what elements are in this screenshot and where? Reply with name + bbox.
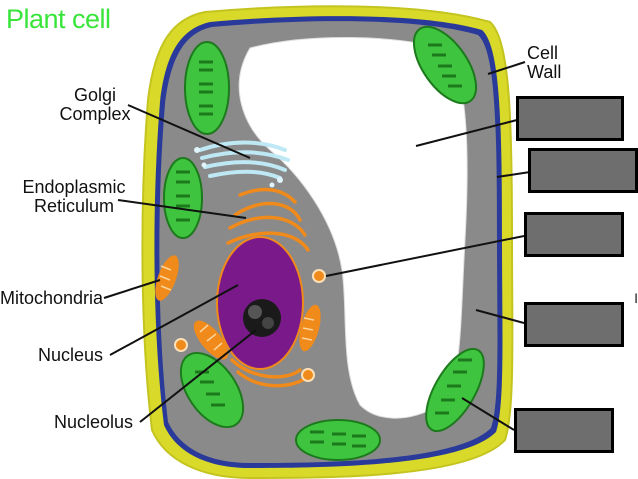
chloroplast-bottom bbox=[295, 419, 381, 461]
leader-cell-wall bbox=[487, 61, 526, 75]
diagram-title: Plant cell bbox=[6, 4, 111, 34]
chloroplast-left bbox=[163, 157, 203, 239]
golgi-vesicles bbox=[194, 147, 283, 188]
leader-box1 bbox=[415, 119, 518, 147]
chloroplast-top-left bbox=[184, 41, 230, 135]
nucleolus-shape bbox=[243, 299, 281, 337]
mitochondrion-left bbox=[155, 255, 179, 301]
label-er-line2: Reticulum bbox=[33, 196, 115, 216]
label-cell-wall: Cell Wall bbox=[527, 44, 561, 82]
label-golgi-line1: Golgi bbox=[73, 85, 117, 105]
endoplasmic-reticulum-shape bbox=[226, 187, 310, 388]
answer-box-3[interactable] bbox=[524, 212, 624, 257]
leader-box3 bbox=[325, 235, 525, 277]
label-nucleus: Nucleus bbox=[38, 345, 104, 365]
mitochondrion-right bbox=[299, 304, 321, 352]
answer-box-4[interactable] bbox=[524, 302, 624, 347]
leader-box4 bbox=[475, 309, 525, 324]
edge-mark: I bbox=[634, 290, 638, 306]
golgi-complex-shape bbox=[198, 140, 290, 180]
label-nucleolus: Nucleolus bbox=[54, 412, 134, 432]
leader-golgi bbox=[127, 104, 251, 159]
label-er: Endoplasmic Reticulum bbox=[18, 178, 130, 216]
label-mitochondria: Mitochondria bbox=[0, 288, 104, 308]
label-er-line1: Endoplasmic bbox=[22, 177, 126, 197]
chloroplast-top-right bbox=[412, 25, 478, 105]
label-golgi-line2: Complex bbox=[59, 104, 131, 124]
leader-nucleus bbox=[109, 284, 239, 356]
leader-box2 bbox=[496, 171, 531, 178]
vesicle-dots bbox=[174, 269, 326, 382]
label-cell-wall-line1: Cell bbox=[527, 43, 559, 63]
answer-box-1[interactable] bbox=[516, 96, 624, 141]
label-golgi: Golgi Complex bbox=[54, 86, 136, 124]
chloroplast-bottom-left bbox=[179, 351, 245, 429]
chloroplast-bottom-right bbox=[425, 347, 485, 433]
answer-box-5[interactable] bbox=[514, 408, 614, 453]
label-cell-wall-line2: Wall bbox=[527, 62, 562, 82]
leader-box5 bbox=[461, 397, 515, 431]
mitochondrion-lower-left bbox=[193, 320, 229, 360]
leader-nucleolus bbox=[139, 329, 257, 423]
leader-mitochondria bbox=[103, 279, 161, 299]
leader-er bbox=[117, 199, 247, 219]
answer-box-2[interactable] bbox=[528, 148, 638, 193]
leader-lines bbox=[103, 61, 531, 431]
